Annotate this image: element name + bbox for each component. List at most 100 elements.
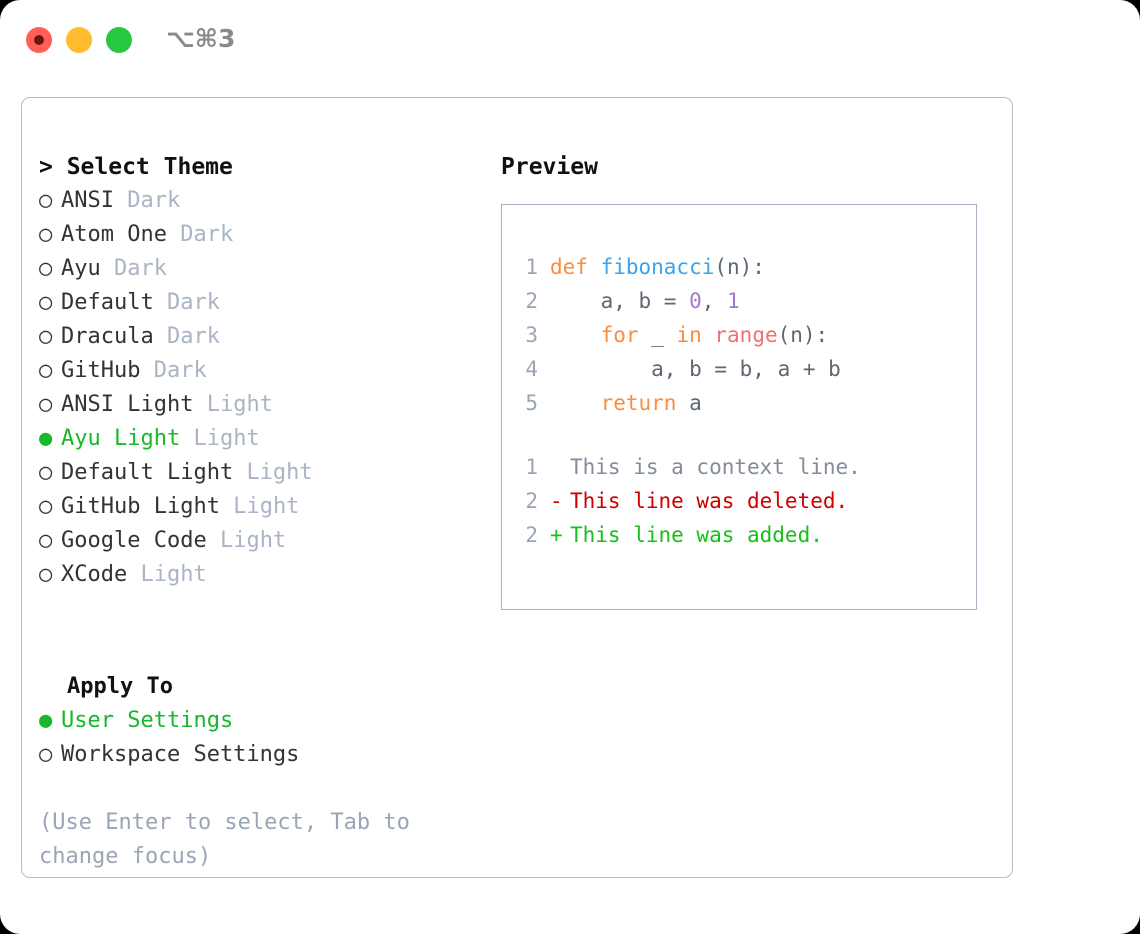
radio-selected-icon: ● [39,426,53,451]
code-token: 0 [689,289,702,313]
theme-list-item[interactable]: ○ XCode Light [39,558,489,592]
recording-indicator-icon [34,35,44,45]
radio-unselected-icon: ○ [39,324,53,349]
preview-divider [516,420,964,450]
diff-line: 2 + This line was added. [516,518,964,552]
theme-name-label: GitHub [61,358,141,383]
apply-to-option[interactable]: ● User Settings [39,704,489,738]
theme-name-label: Ayu [61,256,101,281]
code-token: range [714,323,778,347]
theme-list-item[interactable]: ○ GitHub Dark [39,354,489,388]
code-token: a, b = [550,289,690,313]
apply-to-label: Workspace Settings [61,742,300,767]
theme-list-item[interactable]: ○ANSI Dark [39,184,489,218]
theme-list-item[interactable]: ○ ANSI Light Light [39,388,489,422]
theme-name-label: Atom One [61,222,167,247]
theme-name-label: Default Light [61,460,234,485]
code-line: 1 def fibonacci(n): [516,250,964,284]
theme-name-label: XCode [61,562,128,587]
code-line-number: 3 [525,323,538,347]
theme-list-item[interactable]: ● Ayu Light Light [39,422,489,456]
code-token: (n): [777,323,829,347]
diff-line-number: 2 [525,489,538,513]
code-token: a [689,391,702,415]
diff-line-text: This line was deleted. [570,489,849,513]
radio-unselected-icon: ○ [39,460,53,485]
code-token: def [550,255,601,279]
theme-name-label: Ayu Light [61,426,181,451]
code-line-number: 4 [525,357,538,381]
diff-marker-icon: + [550,523,563,547]
maximize-window-button[interactable] [106,27,132,53]
theme-variant-tag: Dark [127,188,181,213]
radio-unselected-icon: ○ [39,562,53,587]
theme-list-item[interactable]: ○Atom One Dark [39,218,489,252]
theme-list-item[interactable]: ○ Dracula Dark [39,320,489,354]
diff-line-number: 2 [525,523,538,547]
diff-marker-icon: - [550,489,563,513]
code-token: _ [651,323,677,347]
code-line: 4 a, b = b, a + b [516,352,964,386]
apply-to-label: User Settings [61,708,234,733]
radio-unselected-icon: ○ [39,290,53,315]
code-token: a, b = b, a + b [550,357,841,381]
radio-unselected-icon: ○ [39,494,53,519]
diff-line: 2-This line was deleted. [516,484,964,518]
apply-to-section: Apply To ● User Settings ○Workspace Settin… [39,670,489,772]
code-token: for [550,323,652,347]
theme-variant-tag: Dark [114,256,167,281]
theme-variant-tag: Dark [153,358,207,383]
theme-selector-column: > Select Theme ○ANSI Dark○Atom One Dark○… [39,150,489,592]
theme-name-label: GitHub Light [61,494,220,519]
apply-to-heading: Apply To [67,674,173,699]
theme-list-item[interactable]: ○ Ayu Dark [39,252,489,286]
radio-selected-icon: ● [39,708,53,733]
diff-line-number: 1 [525,455,538,479]
code-line-number: 2 [525,289,538,313]
diff-line-text: This line was added. [570,523,823,547]
radio-unselected-icon: ○ [39,358,53,383]
theme-variant-tag: Dark [180,222,234,247]
theme-list-item[interactable]: ○Google Code Light [39,524,489,558]
theme-variant-tag: Light [140,562,207,587]
code-token: in [676,323,715,347]
theme-variant-tag: Light [233,494,300,519]
theme-name-label: Dracula [61,324,154,349]
theme-list-item[interactable]: ○ Default Dark [39,286,489,320]
code-line: 5 return a [516,386,964,420]
radio-unselected-icon: ○ [39,392,53,417]
code-token: fibonacci [600,255,715,279]
theme-variant-tag: Light [193,426,260,451]
apply-to-list: ● User Settings ○Workspace Settings [39,704,489,772]
theme-variant-tag: Light [246,460,313,485]
title-bar: ⌥⌘3 [0,0,1140,78]
code-line-number: 1 [525,255,538,279]
theme-name-label: Default [61,290,154,315]
minimize-window-button[interactable] [66,27,92,53]
diff-line: 1 This is a context line. [516,450,964,484]
theme-list-item[interactable]: ○ Default Light Light [39,456,489,490]
preview-heading: Preview [501,154,598,180]
radio-unselected-icon: ○ [39,528,53,553]
radio-unselected-icon: ○ [39,256,53,281]
diff-marker-icon [550,450,570,484]
radio-unselected-icon: ○ [39,188,53,213]
theme-variant-tag: Dark [166,290,220,315]
code-token: (n): [714,255,765,279]
main-panel: > Select Theme ○ANSI Dark○Atom One Dark○… [21,97,1013,878]
keyboard-hint-text: (Use Enter to select, Tab to change focu… [39,810,410,869]
theme-list: ○ANSI Dark○Atom One Dark○Ayu Dark○Defaul… [39,184,489,592]
theme-name-label: Google Code [61,528,207,553]
apply-to-option[interactable]: ○Workspace Settings [39,738,489,772]
keyboard-shortcut-label: ⌥⌘3 [166,24,236,53]
code-line: 2 a, b = 0, 1 [516,284,964,318]
theme-variant-tag: Light [206,392,273,417]
diff-line-text: This is a context line. [570,455,861,479]
theme-variant-tag: Dark [166,324,220,349]
theme-list-item[interactable]: ○ GitHub Light Light [39,490,489,524]
theme-name-label: ANSI Light [61,392,194,417]
